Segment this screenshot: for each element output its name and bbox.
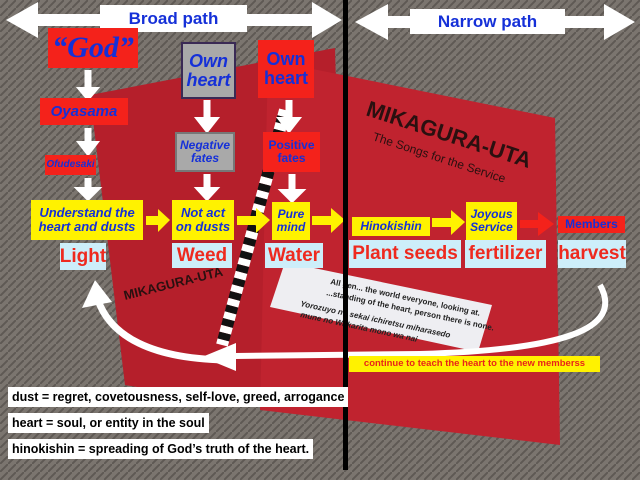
path-divider-line <box>343 0 348 470</box>
loop-arrow <box>94 298 233 364</box>
red-flow-arrow <box>520 212 554 236</box>
loop-note: continue to teach the heart to the new m… <box>349 356 600 372</box>
own-heart-positive-box: Own heart <box>258 40 314 98</box>
step-understand: Understand the heart and dusts <box>31 200 143 240</box>
negative-fates-box: Negative fates <box>175 132 235 172</box>
step-members: Members <box>558 216 625 233</box>
definition-dust: dust = regret, covetousness, self-love, … <box>8 387 349 407</box>
own-heart-negative-box: Own heart <box>181 42 236 99</box>
label-harvest: harvest <box>558 240 626 268</box>
label-fertilizer: fertilizer <box>465 240 546 268</box>
label-plant-seeds: Plant seeds <box>349 240 461 268</box>
book-card <box>270 262 492 352</box>
step-joyous-service: Joyous Service <box>466 202 517 240</box>
god-box: “God” <box>48 28 138 68</box>
definition-heart: heart = soul, or entity in the soul <box>8 413 209 433</box>
step-hinokishin: Hinokishin <box>352 217 430 236</box>
yellow-flow-arrows <box>146 208 465 235</box>
broad-path-label: Broad path <box>100 5 247 32</box>
narrow-path-label: Narrow path <box>410 9 565 34</box>
return-arrow <box>234 283 609 359</box>
oyasama-box: Oyasama <box>40 98 128 125</box>
ofudesaki-box: Ofudesaki <box>45 155 96 175</box>
step-pure-mind: Pure mind <box>272 202 310 240</box>
positive-fates-box: Positive fates <box>263 132 320 172</box>
loop-arrowhead <box>82 280 112 308</box>
step-not-act: Not act on dusts <box>172 200 234 240</box>
definition-hinokishin: hinokishin = spreading of God’s truth of… <box>8 439 314 459</box>
label-weed: Weed <box>172 243 232 268</box>
label-water: Water <box>265 243 323 268</box>
down-arrows <box>73 70 307 204</box>
label-light: Light <box>60 243 106 270</box>
